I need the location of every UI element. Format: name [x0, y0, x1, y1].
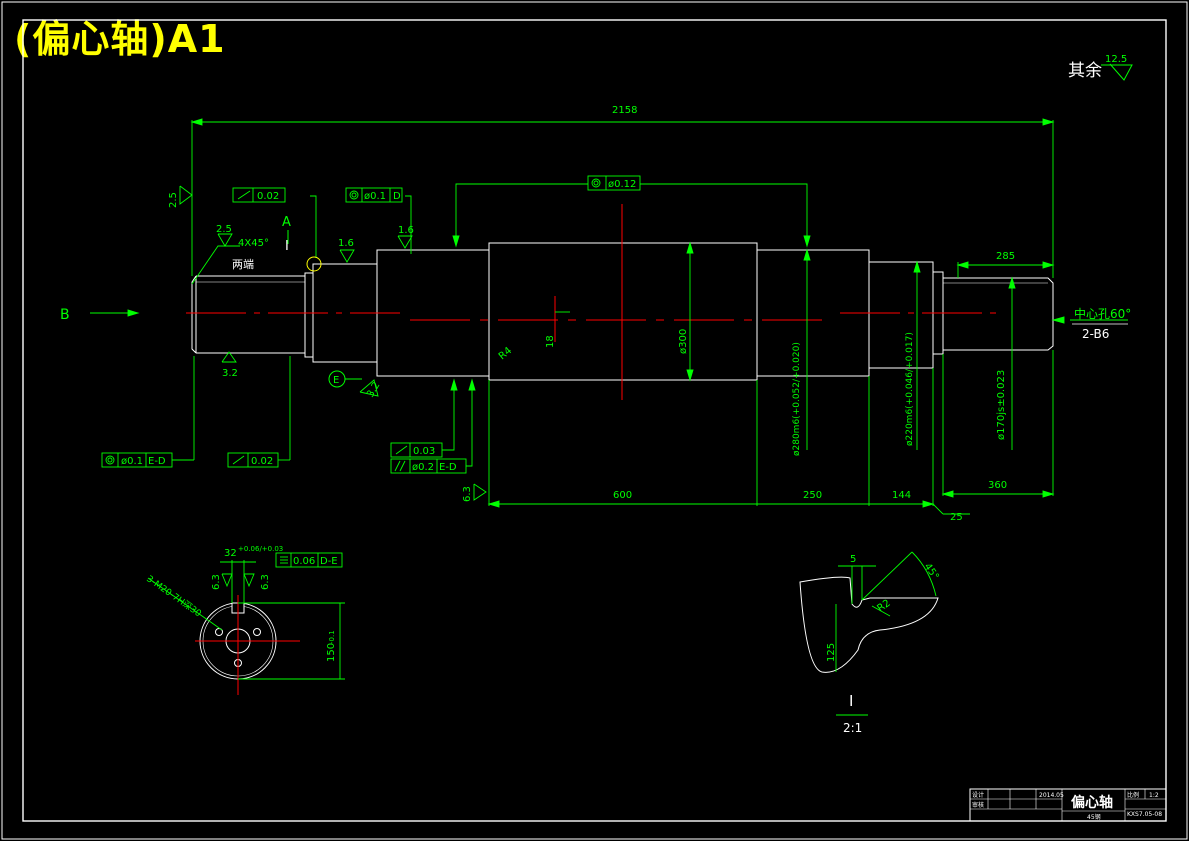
svg-text:设计: 设计	[972, 791, 984, 799]
svg-text:ø300: ø300	[678, 329, 689, 354]
drawing-title: (偏心轴)A1	[14, 17, 226, 61]
svg-text:E-D: E-D	[148, 456, 166, 467]
inner-frame	[22, 19, 1167, 822]
svg-text:3.2: 3.2	[222, 368, 238, 379]
svg-text:360: 360	[988, 480, 1007, 491]
detail-view: 5 45° R2 125 I 2:1	[799, 551, 941, 735]
center-lines	[186, 204, 1000, 400]
svg-text:比例: 比例	[1127, 791, 1139, 799]
main-view-texts: 2158 285 600 250 144 360 25 18 ø300 R4 ø…	[60, 105, 1131, 590]
svg-text:I: I	[849, 692, 853, 710]
svg-text:偏心轴: 偏心轴	[1071, 794, 1113, 811]
svg-text:D: D	[393, 191, 401, 202]
svg-text:0.06: 0.06	[293, 556, 315, 567]
svg-text:2014.05: 2014.05	[1039, 792, 1064, 799]
svg-text:ø0.1: ø0.1	[121, 456, 143, 467]
svg-text:0.02: 0.02	[257, 191, 279, 202]
svg-text:5: 5	[850, 554, 856, 565]
svg-text:150: 150	[326, 643, 337, 662]
svg-text:E-D: E-D	[439, 462, 457, 473]
svg-text:4X45°: 4X45°	[238, 238, 269, 249]
svg-text:两端: 两端	[232, 258, 254, 271]
svg-text:3-M20-7H深30: 3-M20-7H深30	[144, 573, 203, 619]
svg-text:+0.06/+0.03: +0.06/+0.03	[238, 545, 283, 553]
svg-text:1.6: 1.6	[398, 225, 414, 236]
svg-text:250: 250	[803, 490, 822, 501]
svg-text:A: A	[282, 215, 291, 230]
roughness-symbols	[179, 185, 487, 588]
svg-text:ø0.2: ø0.2	[412, 462, 434, 473]
svg-text:2.5: 2.5	[216, 224, 232, 235]
svg-text:0.03: 0.03	[413, 446, 435, 457]
svg-text:ø280m6(+0.052/+0.020): ø280m6(+0.052/+0.020)	[792, 342, 802, 456]
svg-text:285: 285	[996, 251, 1015, 262]
svg-text:6.3: 6.3	[211, 574, 222, 590]
dimension-lines	[90, 118, 1128, 515]
svg-text:2158: 2158	[612, 105, 637, 116]
svg-text:25: 25	[950, 512, 963, 523]
svg-text:-0.1: -0.1	[328, 630, 336, 644]
svg-text:2.5: 2.5	[168, 192, 179, 208]
tolerance-frames	[101, 175, 641, 568]
svg-text:I: I	[285, 239, 289, 254]
svg-text:18: 18	[545, 335, 556, 348]
svg-text:其余: 其余	[1068, 61, 1102, 81]
svg-text:3.2: 3.2	[365, 380, 382, 399]
svg-text:125: 125	[826, 643, 837, 662]
svg-text:2-B6: 2-B6	[1082, 327, 1109, 341]
svg-text:1:2: 1:2	[1149, 792, 1159, 799]
svg-text:6.3: 6.3	[260, 574, 271, 590]
svg-text:ø170js±0.023: ø170js±0.023	[996, 370, 1007, 440]
svg-text:ø0.12: ø0.12	[608, 179, 636, 190]
svg-text:ø0.1: ø0.1	[364, 191, 386, 202]
svg-text:B: B	[60, 307, 70, 323]
svg-text:R4: R4	[497, 345, 514, 362]
svg-text:R2: R2	[875, 598, 892, 615]
svg-text:45°: 45°	[922, 561, 941, 582]
svg-text:0.02: 0.02	[251, 456, 273, 467]
svg-text:32: 32	[224, 548, 237, 559]
svg-text:144: 144	[892, 490, 911, 501]
detail-marker	[306, 256, 322, 272]
svg-text:2:1: 2:1	[843, 721, 862, 735]
svg-text:600: 600	[613, 490, 632, 501]
svg-text:ø220m6(+0.046/+0.017): ø220m6(+0.046/+0.017)	[905, 332, 915, 446]
section-view: 32 +0.06/+0.03 3-M20-7H深30 150 -0.1	[144, 545, 345, 695]
svg-text:12.5: 12.5	[1105, 54, 1127, 65]
svg-text:D-E: D-E	[320, 556, 338, 567]
svg-text:45钢: 45钢	[1087, 813, 1101, 821]
title-block: 设计 审核 2014.05 比例 1:2 45钢 KXS7.05-08 偏心轴	[969, 788, 1167, 822]
svg-text:审核: 审核	[972, 801, 984, 809]
svg-text:E: E	[333, 375, 339, 386]
svg-text:KXS7.05-08: KXS7.05-08	[1127, 811, 1162, 818]
svg-text:中心孔60°: 中心孔60°	[1074, 306, 1131, 321]
svg-text:6.3: 6.3	[462, 486, 473, 502]
svg-text:1.6: 1.6	[338, 238, 354, 249]
roughness-note: 其余 12.5	[1068, 54, 1133, 81]
